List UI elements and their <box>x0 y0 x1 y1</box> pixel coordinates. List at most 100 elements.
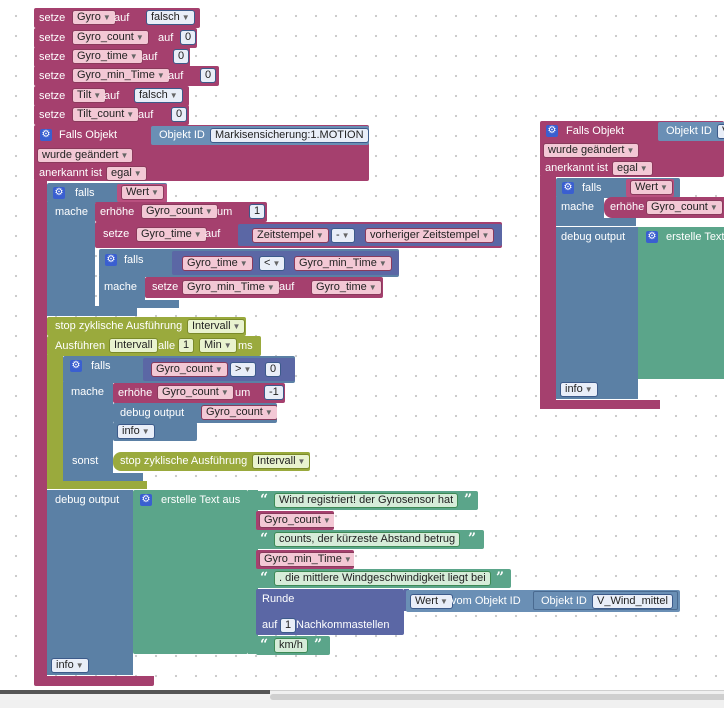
value-dropdown[interactable]: Wert▼ <box>410 594 453 609</box>
stop-interval-block[interactable]: stop zyklische Ausführung Intervall▼ <box>47 317 246 336</box>
text-field[interactable]: . die mittlere Windgeschwindigkeit liegt… <box>274 571 491 586</box>
object-id-field[interactable]: V <box>717 124 724 139</box>
var-gyro-min-time[interactable]: Gyro_min_Time▼ <box>259 552 354 567</box>
value-of-object-block[interactable]: Wert▼ vom Objekt ID Objekt ID V_Wind_mit… <box>406 590 680 612</box>
if-wert-block[interactable]: ⚙ falls Wert▼ <box>47 183 167 203</box>
object-id-field[interactable]: Markisensicherung:1.MOTION <box>210 128 369 143</box>
previous-timestamp-dropdown[interactable]: vorheriger Zeitstempel▼ <box>365 228 495 243</box>
var-block-gyro-min-time[interactable]: Gyro_min_Time▼ <box>256 550 354 569</box>
var-dropdown-gyro-count[interactable]: Gyro_count▼ <box>141 204 218 219</box>
var-dropdown-gyro-time[interactable]: Gyro_time▼ <box>72 49 143 64</box>
operator-dropdown-minus[interactable]: -▼ <box>331 228 355 243</box>
increment-block-right[interactable]: erhöhe Gyro_count▼ <box>604 197 724 218</box>
set-gyro-time-block[interactable]: setze Gyro_time▼ auf 0 <box>34 47 190 67</box>
var-dropdown-gyro-count[interactable]: Gyro_count▼ <box>72 30 149 45</box>
gear-icon[interactable]: ⚙ <box>646 231 658 243</box>
debug-gyro-count-block[interactable]: debug output Gyro_count▼ <box>113 403 277 423</box>
timestamp-dropdown[interactable]: Zeitstempel▼ <box>252 228 329 243</box>
scrollbar-thumb[interactable] <box>270 694 724 700</box>
trigger-block-left[interactable]: ⚙ Falls Objekt Objekt ID Markisensicheru… <box>34 125 369 181</box>
operator-dropdown-gt[interactable]: >▼ <box>230 362 257 377</box>
var-gyro-count[interactable]: Gyro_count▼ <box>201 405 277 420</box>
horizontal-scrollbar[interactable] <box>0 690 724 708</box>
set-tilt-block[interactable]: setze Tilt▼ auf falsch▼ <box>34 86 189 106</box>
set-gyro-block[interactable]: setze Gyro▼ auf falsch▼ <box>34 8 200 28</box>
log-level-dropdown[interactable]: info▼ <box>560 382 598 397</box>
gear-icon[interactable]: ⚙ <box>53 187 65 199</box>
var-dropdown-tilt-count[interactable]: Tilt_count▼ <box>72 107 140 122</box>
debug-level-block[interactable]: info▼ <box>113 422 197 441</box>
var-dropdown-tilt[interactable]: Tilt▼ <box>72 88 107 103</box>
var-dropdown-gyro-min-time[interactable]: Gyro_min_Time▼ <box>72 68 170 83</box>
wert-dropdown[interactable]: Wert▼ <box>121 185 164 200</box>
text-field[interactable]: km/h <box>274 638 308 653</box>
set-gyro-min-time-to-time-block[interactable]: setze Gyro_min_Time▼ auf Gyro_time▼ <box>145 277 383 298</box>
var-gyro-count[interactable]: Gyro_count▼ <box>259 513 334 528</box>
set-gyro-count-block[interactable]: setze Gyro_count▼ auf 0 <box>34 28 197 48</box>
gear-icon[interactable]: ⚙ <box>105 254 117 266</box>
var-dropdown-gyro[interactable]: Gyro▼ <box>72 10 116 25</box>
text-block-3[interactable]: “ . die mittlere Windgeschwindigkeit lie… <box>256 569 511 588</box>
object-id-block[interactable]: Objekt ID V_Wind_mittel <box>533 591 678 610</box>
bool-dropdown-falsch[interactable]: falsch▼ <box>134 88 183 103</box>
interval-name-field[interactable]: Intervall <box>109 338 158 353</box>
text-field[interactable]: counts, der kürzeste Abstand betrug <box>274 532 461 547</box>
var-gyro-min-time[interactable]: Gyro_min_Time▼ <box>294 256 392 271</box>
stop-interval-else-block[interactable]: stop zyklische Ausführung Intervall▼ <box>113 452 310 471</box>
object-id-field[interactable]: V_Wind_mittel <box>592 594 673 609</box>
gear-icon[interactable]: ⚙ <box>546 125 558 137</box>
change-dropdown[interactable]: wurde geändert▼ <box>37 148 134 163</box>
run-interval-block[interactable]: Ausführen Intervall alle 1 Min▼ ms <box>47 336 261 356</box>
object-id-block[interactable]: Objekt ID V <box>658 122 724 141</box>
debug-text-block[interactable]: debug output info▼ <box>47 490 133 675</box>
create-text-block-right[interactable]: ⚙ erstelle Text <box>638 227 724 379</box>
if-count-block[interactable]: ⚙ falls Gyro_count▼ >▼ 0 <box>63 356 295 383</box>
interval-dropdown[interactable]: Intervall▼ <box>187 319 246 334</box>
round-block[interactable]: Runde auf 1 Nachkommastellen <box>256 589 404 635</box>
minus-operation-block[interactable]: Zeitstempel▼ -▼ vorheriger Zeitstempel▼ <box>238 224 502 246</box>
debug-block-right[interactable]: debug output info▼ <box>556 227 638 399</box>
number-field[interactable]: -1 <box>264 385 284 400</box>
increment-gyro-count-minus-block[interactable]: erhöhe Gyro_count▼ um -1 <box>113 383 285 403</box>
trigger-block-right[interactable]: ⚙ Falls Objekt Objekt ID V wurde geänder… <box>540 121 724 177</box>
compare-block[interactable]: Gyro_count▼ >▼ 0 <box>143 358 295 381</box>
gear-icon[interactable]: ⚙ <box>562 182 574 194</box>
log-level-dropdown[interactable]: info▼ <box>117 424 155 439</box>
set-gyro-time-diff-block[interactable]: setze Gyro_time▼ auf Zeitstempel▼ -▼ vor… <box>95 222 502 248</box>
number-field[interactable]: 0 <box>171 107 188 122</box>
unit-dropdown[interactable]: Min▼ <box>199 338 237 353</box>
gear-icon[interactable]: ⚙ <box>140 494 152 506</box>
wert-block[interactable]: Wert▼ <box>117 184 167 202</box>
set-gyro-min-time-block[interactable]: setze Gyro_min_Time▼ auf 0 <box>34 66 219 86</box>
var-dropdown-gyro-count[interactable]: Gyro_count▼ <box>646 200 723 215</box>
set-tilt-count-block[interactable]: setze Tilt_count▼ auf 0 <box>34 105 189 125</box>
text-block-4[interactable]: “ km/h ” <box>256 636 330 655</box>
number-field[interactable]: 0 <box>180 30 197 45</box>
var-gyro-count[interactable]: Gyro_count▼ <box>151 362 228 377</box>
gear-icon[interactable]: ⚙ <box>40 129 52 141</box>
if-time-less-block[interactable]: ⚙ falls Gyro_time▼ <▼ Gyro_min_Time▼ <box>99 249 399 277</box>
operator-dropdown-lt[interactable]: <▼ <box>259 256 286 271</box>
blockly-workspace[interactable]: setze Gyro▼ auf falsch▼ setze Gyro_count… <box>0 0 724 690</box>
var-dropdown-gyro-min-time[interactable]: Gyro_min_Time▼ <box>182 280 280 295</box>
gear-icon[interactable]: ⚙ <box>70 360 82 372</box>
number-field[interactable]: 0 <box>173 49 190 64</box>
var-block-gyro-count[interactable]: Gyro_count▼ <box>256 511 334 530</box>
interval-amount-field[interactable]: 1 <box>178 338 195 353</box>
object-id-block[interactable]: Objekt ID Markisensicherung:1.MOTION <box>151 126 369 145</box>
text-block-1[interactable]: “ Wind registriert! der Gyrosensor hat ” <box>256 491 478 510</box>
number-field[interactable]: 0 <box>265 362 282 377</box>
round-digits-field[interactable]: 1 <box>280 618 297 633</box>
ack-dropdown[interactable]: egal▼ <box>612 161 653 176</box>
ack-dropdown[interactable]: egal▼ <box>106 166 147 181</box>
log-level-dropdown[interactable]: info▼ <box>51 658 89 673</box>
interval-dropdown[interactable]: Intervall▼ <box>252 454 310 469</box>
number-field[interactable]: 0 <box>200 68 217 83</box>
wert-block[interactable]: Wert▼ <box>626 179 674 197</box>
var-gyro-time[interactable]: Gyro_time▼ <box>311 280 382 295</box>
increment-gyro-count-block[interactable]: erhöhe Gyro_count▼ um 1 <box>95 202 267 222</box>
number-field[interactable]: 1 <box>249 204 266 219</box>
compare-block[interactable]: Gyro_time▼ <▼ Gyro_min_Time▼ <box>172 251 399 275</box>
var-gyro-time[interactable]: Gyro_time▼ <box>182 256 253 271</box>
var-dropdown-gyro-time[interactable]: Gyro_time▼ <box>136 227 207 242</box>
